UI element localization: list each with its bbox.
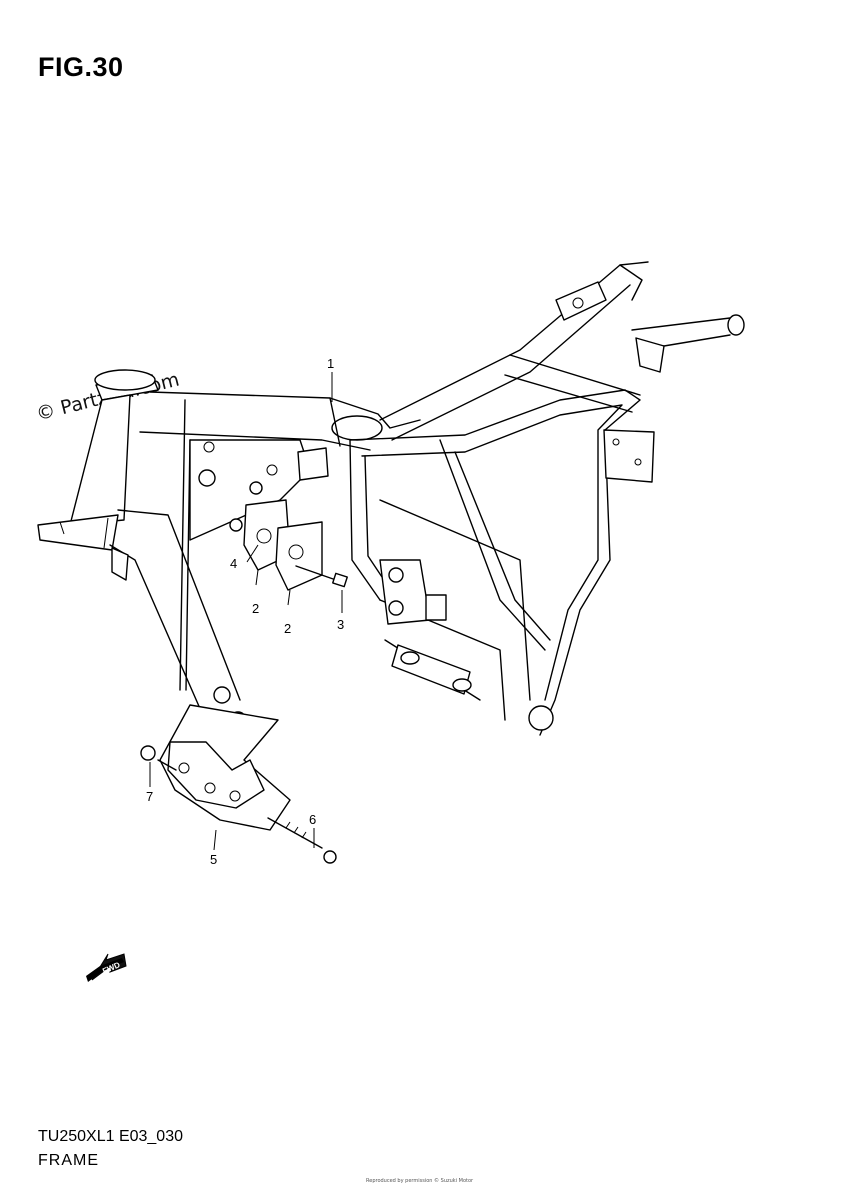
callout-2b: 2	[284, 621, 291, 636]
callout-leaders	[149, 372, 343, 851]
callout-5: 5	[210, 852, 217, 867]
lower-front-bracket	[140, 704, 337, 864]
swingarm-pivot-area	[379, 499, 554, 731]
engine-mount-brackets	[229, 481, 348, 591]
callout-3: 3	[337, 617, 344, 632]
callout-2a: 2	[252, 601, 259, 616]
steering-head	[37, 369, 159, 551]
callout-4: 4	[230, 556, 237, 571]
callout-1: 1	[327, 356, 334, 371]
diagram-code: TU250XL1 E03_030	[38, 1128, 183, 1145]
rear-frame	[379, 261, 745, 441]
rear-loop	[349, 389, 655, 736]
callout-7: 7	[146, 789, 153, 804]
copyright-footnote: Reproduced by permission © Suzuki Motor	[366, 1178, 474, 1184]
callout-6: 6	[309, 812, 316, 827]
forward-arrow-icon: FWD	[86, 953, 127, 982]
diagram-name: FRAME	[38, 1152, 99, 1169]
down-tube	[109, 509, 247, 729]
figure-title: FIG.30	[38, 52, 124, 82]
